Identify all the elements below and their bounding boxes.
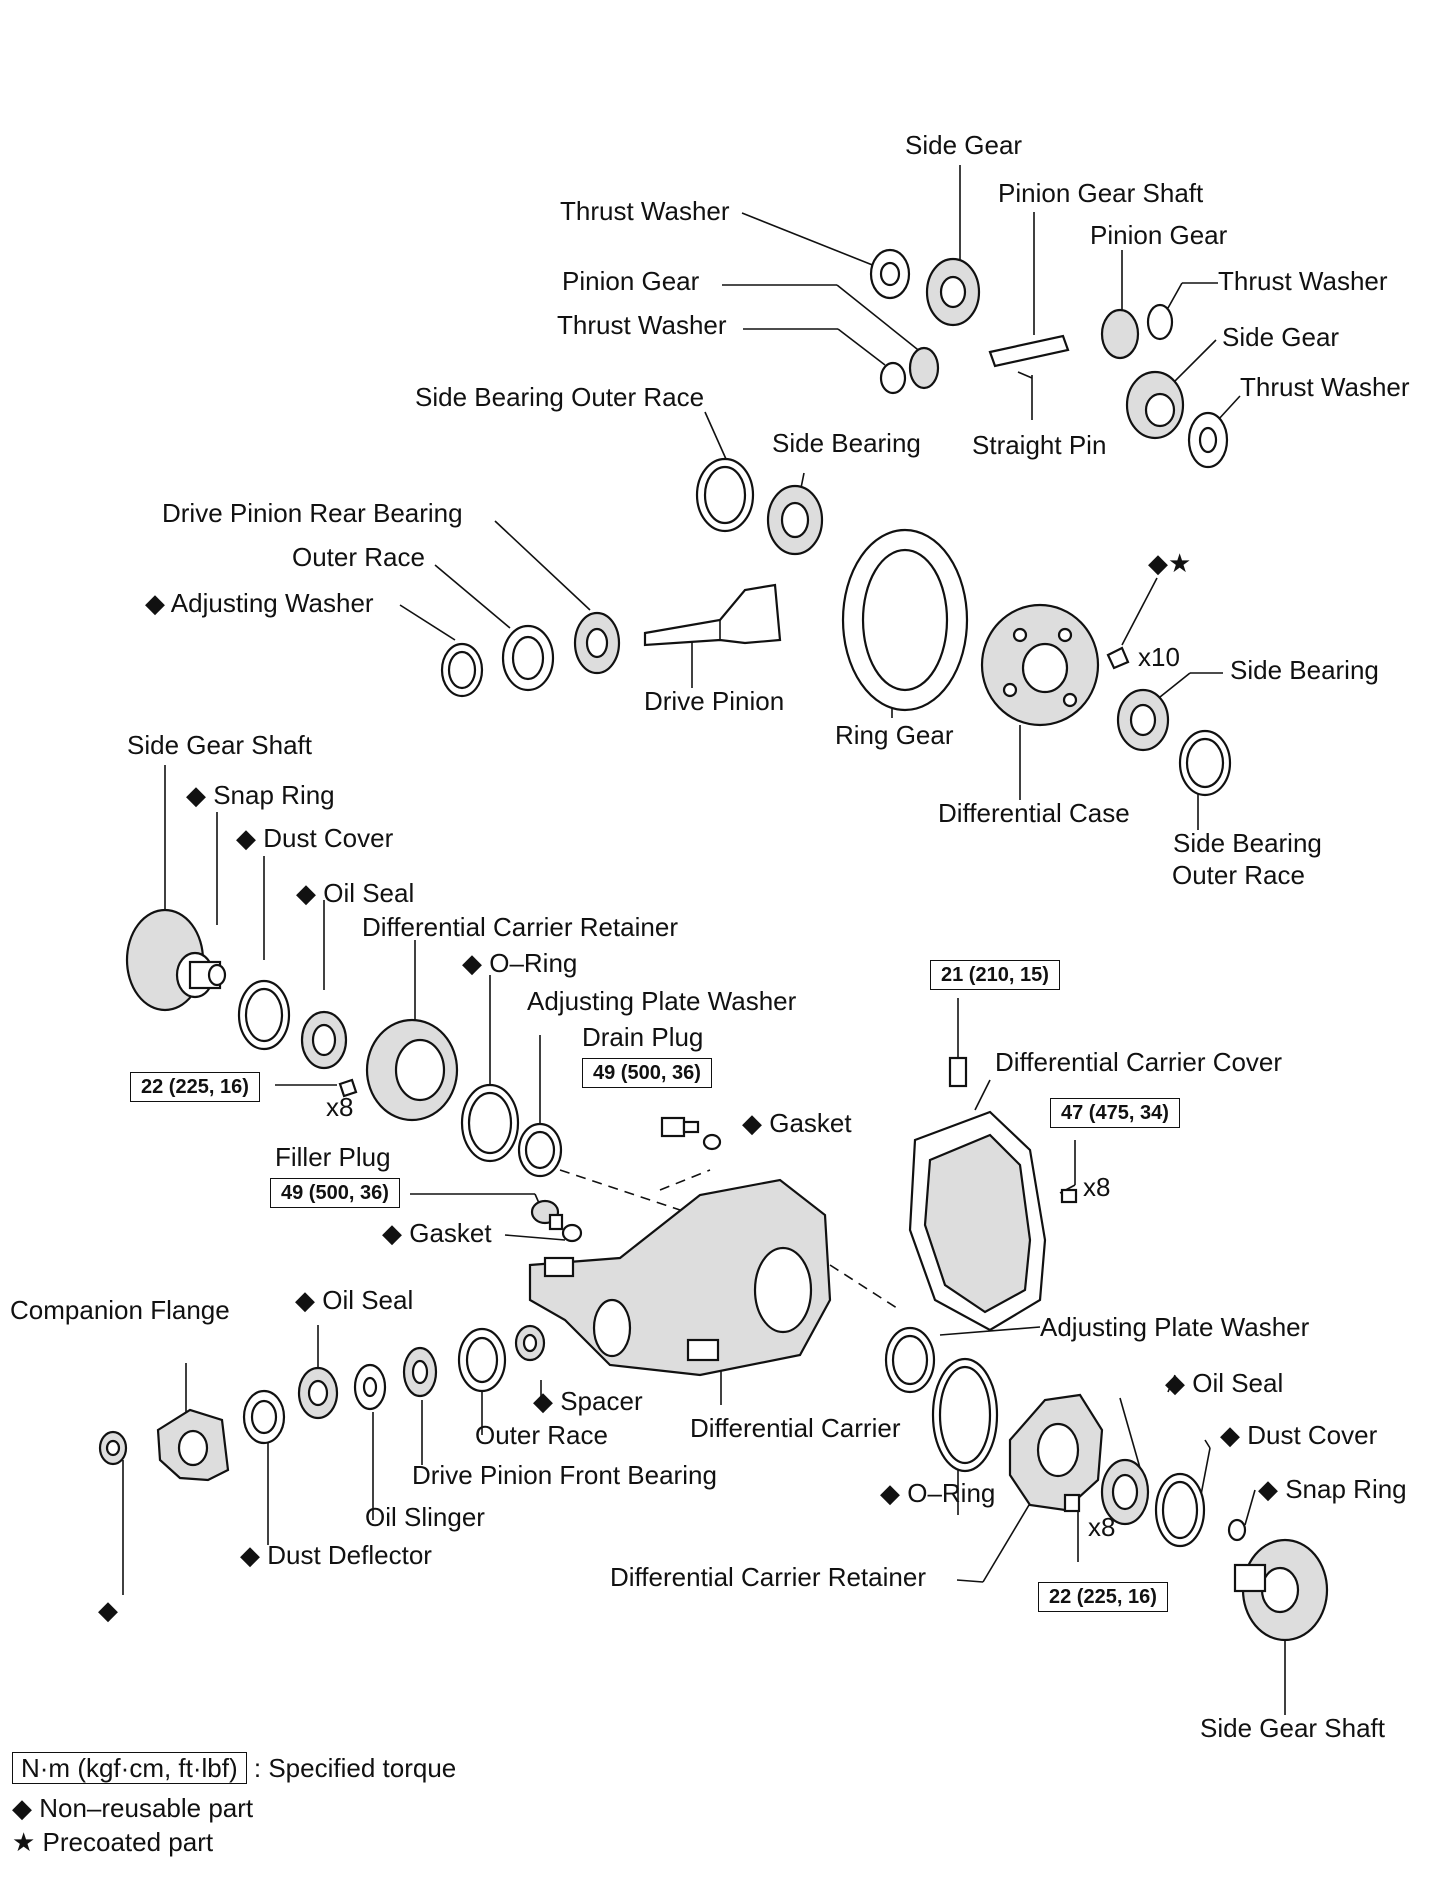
label-gasket-drain: ◆ Gasket <box>742 1108 852 1138</box>
label-side-gear-right: Side Gear <box>1222 322 1340 352</box>
legend-torque-row: N·m (kgf·cm, ft·lbf) : Specified torque <box>12 1752 456 1784</box>
label-diamond-star: ◆★ <box>1148 548 1192 578</box>
label-filler-plug: Filler Plug <box>275 1142 391 1172</box>
label-diff-carrier-retainer-right: Differential Carrier Retainer <box>610 1562 926 1592</box>
label-dust-cover-left: ◆ Dust Cover <box>236 823 394 853</box>
label-dust-cover-right: ◆ Dust Cover <box>1220 1420 1378 1450</box>
torque-drain-plug: 49 (500, 36) <box>582 1058 712 1088</box>
label-side-bearing-outer-race-right-2: Outer Race <box>1172 860 1305 890</box>
label-dust-deflector: ◆ Dust Deflector <box>240 1540 432 1570</box>
legend-precoated: ★ Precoated part <box>12 1827 214 1857</box>
legend-non-reusable: ◆ Non–reusable part <box>12 1793 254 1823</box>
label-drive-pinion-front-bearing: Drive Pinion Front Bearing <box>412 1460 717 1490</box>
label-oil-seal-front: ◆ Oil Seal <box>295 1285 414 1315</box>
label-o-ring-left: ◆ O–Ring <box>462 948 578 978</box>
label-straight-pin: Straight Pin <box>972 430 1107 460</box>
carrier-cover <box>908 1110 1047 1332</box>
label-gasket-filler: ◆ Gasket <box>382 1218 492 1248</box>
label-pinion-gear-right: Pinion Gear <box>1090 220 1228 250</box>
label-snap-ring-right: ◆ Snap Ring <box>1258 1474 1407 1504</box>
label-drive-pinion: Drive Pinion <box>644 686 785 716</box>
label-side-gear-shaft-right: Side Gear Shaft <box>1200 1713 1385 1743</box>
label-side-gear-shaft-left: Side Gear Shaft <box>127 730 312 760</box>
front-pinion-group <box>98 1324 546 1482</box>
label-x8-right: x8 <box>1088 1512 1116 1542</box>
label-adjusting-washer: ◆ Adjusting Washer <box>145 588 374 618</box>
drive-pinion-group <box>440 583 782 698</box>
torque-filler-plug: 49 (500, 36) <box>270 1178 400 1208</box>
label-pinion-gear-left: Pinion Gear <box>562 266 700 296</box>
label-pinion-gear-shaft: Pinion Gear Shaft <box>998 178 1204 208</box>
label-side-bearing-outer-race: Side Bearing Outer Race <box>415 382 705 412</box>
label-oil-slinger: Oil Slinger <box>365 1502 485 1532</box>
label-x10: x10 <box>1138 642 1180 672</box>
label-outer-race-bottom: Outer Race <box>475 1420 608 1450</box>
label-companion-flange: Companion Flange <box>10 1295 230 1325</box>
label-drain-plug: Drain Plug <box>582 1022 704 1052</box>
torque-cover-bolts: 47 (475, 34) <box>1050 1098 1180 1128</box>
differential-gears-group <box>869 248 1229 469</box>
label-thrust-washer-2: Thrust Washer <box>557 310 727 340</box>
label-side-bearing-top: Side Bearing <box>772 428 921 458</box>
label-nut-diamond: ◆ <box>98 1595 118 1625</box>
label-side-bearing-outer-race-right-1: Side Bearing <box>1173 828 1322 858</box>
label-differential-carrier: Differential Carrier <box>690 1413 901 1443</box>
torque-cover-top: 21 (210, 15) <box>930 960 1060 990</box>
label-outer-race-top: Outer Race <box>292 542 425 572</box>
legend-unit-text: : Specified torque <box>253 1753 457 1783</box>
right-side-shaft-group <box>884 1326 1329 1642</box>
label-thrust-washer-1: Thrust Washer <box>560 196 730 226</box>
label-thrust-washer-far: Thrust Washer <box>1240 372 1410 402</box>
label-diff-carrier-cover: Differential Carrier Cover <box>995 1047 1283 1077</box>
label-x8-cover: x8 <box>1083 1172 1111 1202</box>
label-oil-seal-left: ◆ Oil Seal <box>296 878 415 908</box>
label-differential-case: Differential Case <box>938 798 1130 828</box>
label-thrust-washer-right: Thrust Washer <box>1218 266 1388 296</box>
torque-retainer-left: 22 (225, 16) <box>130 1072 260 1102</box>
torque-retainer-right: 22 (225, 16) <box>1038 1582 1168 1612</box>
label-drive-pinion-rear-bearing: Drive Pinion Rear Bearing <box>162 498 463 528</box>
legend-unit-box: N·m (kgf·cm, ft·lbf) <box>12 1752 247 1784</box>
differential-carrier-housing <box>528 1178 832 1377</box>
label-x8-left: x8 <box>326 1092 354 1122</box>
left-side-shaft-group <box>125 908 563 1178</box>
label-adjusting-plate-washer-right: Adjusting Plate Washer <box>1040 1312 1310 1342</box>
assembly-guide-lines <box>559 1169 901 1311</box>
plugs-group <box>530 1056 1078 1243</box>
label-ring-gear: Ring Gear <box>835 720 954 750</box>
label-diff-carrier-retainer-left: Differential Carrier Retainer <box>362 912 678 942</box>
label-o-ring-right: ◆ O–Ring <box>880 1478 996 1508</box>
label-side-gear-top: Side Gear <box>905 130 1023 160</box>
label-adjusting-plate-washer-left: Adjusting Plate Washer <box>527 986 797 1016</box>
label-side-bearing-right: Side Bearing <box>1230 655 1379 685</box>
label-snap-ring-left: ◆ Snap Ring <box>186 780 335 810</box>
side-bearing-group-top <box>695 457 824 556</box>
ring-gear-group <box>841 528 1232 797</box>
label-oil-seal-right: ◆ Oil Seal <box>1165 1368 1284 1398</box>
label-spacer: ◆ Spacer <box>533 1386 643 1416</box>
